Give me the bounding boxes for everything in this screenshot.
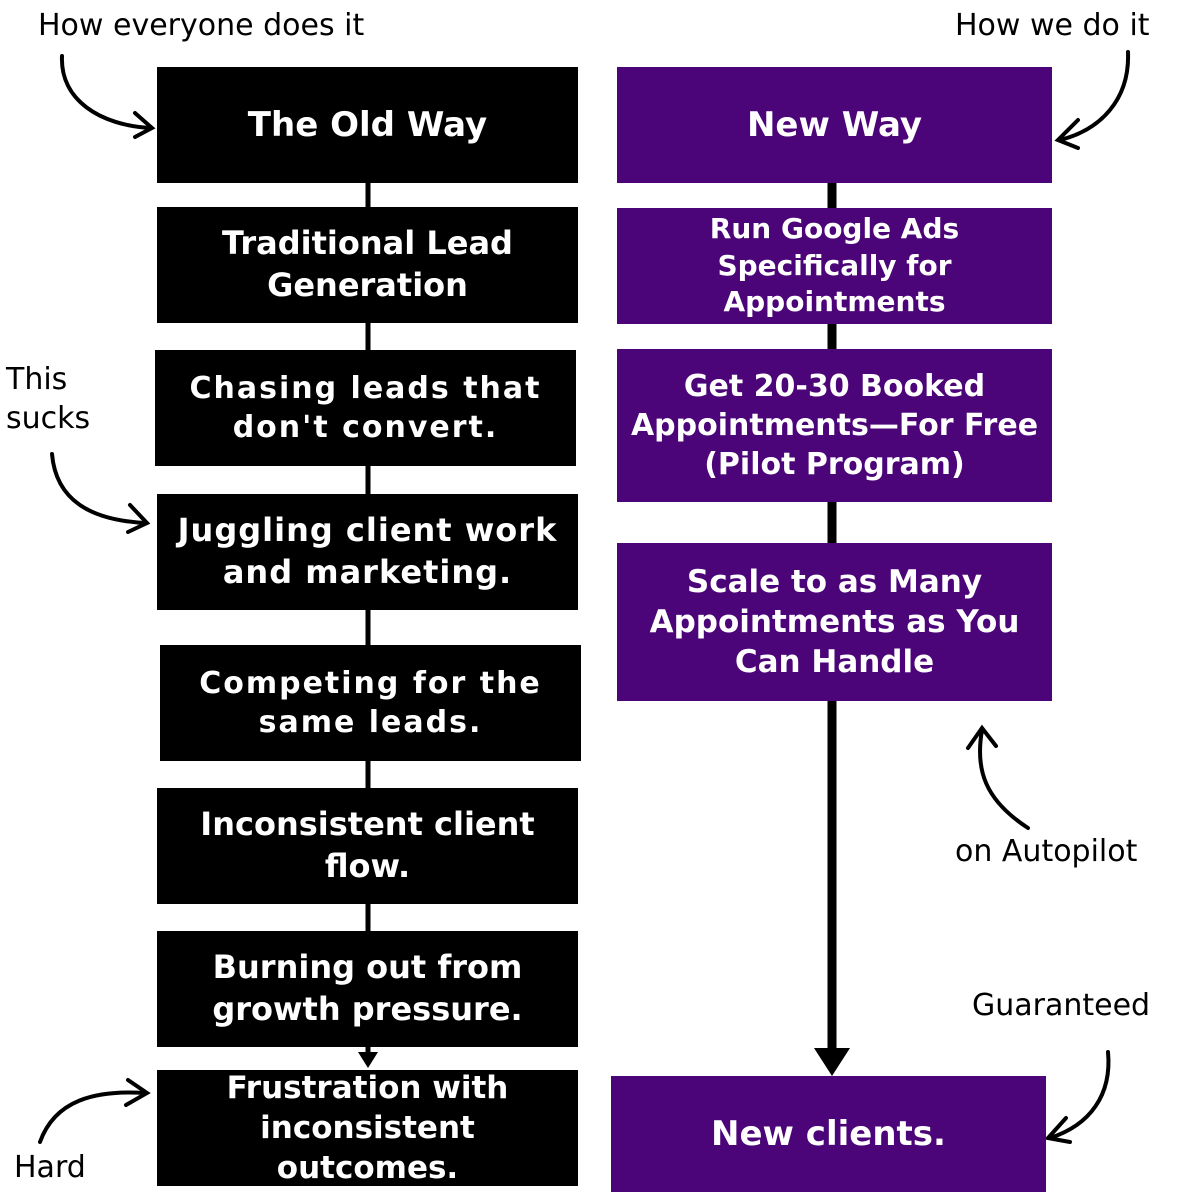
old-step-2: Chasing leads that don't convert. [155, 350, 576, 466]
old-step-text: Inconsistent client flow. [200, 805, 535, 885]
old-step-text: Burning out from growth pressure. [212, 948, 523, 1028]
old-step-text: Juggling client work and marketing. [177, 511, 558, 591]
old-step-text: Frustration with inconsistent outcomes. [226, 1069, 509, 1187]
old-way-header: The Old Way [157, 67, 578, 183]
how-everyone-arrow [59, 54, 152, 130]
annotation-this-sucks: This sucks [6, 362, 91, 436]
new-step-text: Get 20-30 Booked Appointments—For Free (… [630, 369, 1039, 482]
old-final-arrowhead [358, 1052, 378, 1068]
annotation-hard: Hard [14, 1150, 86, 1185]
new-step-text: New clients. [711, 1113, 946, 1154]
how-we-arrow [1058, 50, 1131, 142]
old-step-text: Competing for the same leads. [199, 666, 542, 740]
guaranteed-arrow [1048, 1050, 1111, 1140]
annotation-how-everyone: How everyone does it [38, 8, 365, 43]
new-step-2: Get 20-30 Booked Appointments—For Free (… [617, 349, 1052, 502]
new-step-text: Scale to as Many Appointments as You Can… [649, 563, 1020, 681]
new-step-final: New clients. [611, 1076, 1046, 1192]
new-final-arrowhead [814, 1048, 850, 1076]
new-step-text: Run Google Ads Specifically for Appointm… [709, 212, 960, 319]
annotation-autopilot: on Autopilot [955, 834, 1138, 869]
new-step-3: Scale to as Many Appointments as You Can… [617, 543, 1052, 701]
old-step-4: Competing for the same leads. [160, 645, 581, 761]
old-step-1: Traditional Lead Generation [157, 207, 578, 323]
annotation-how-we: How we do it [955, 8, 1150, 43]
old-step-6: Burning out from growth pressure. [157, 931, 578, 1047]
hard-arrow [38, 1090, 147, 1144]
this-sucks-arrow [50, 452, 147, 525]
new-way-header-text: New Way [746, 104, 923, 145]
old-way-header-text: The Old Way [247, 104, 488, 145]
old-step-text: Chasing leads that don't convert. [189, 371, 542, 445]
old-step-5: Inconsistent client flow. [157, 788, 578, 904]
new-step-1: Run Google Ads Specifically for Appointm… [617, 208, 1052, 324]
old-step-3: Juggling client work and marketing. [157, 494, 578, 610]
autopilot-arrow [977, 728, 1030, 830]
old-step-text: Traditional Lead Generation [222, 224, 513, 304]
annotation-guaranteed: Guaranteed [972, 988, 1151, 1023]
old-step-7: Frustration with inconsistent outcomes. [157, 1070, 578, 1186]
new-way-header: New Way [617, 67, 1052, 183]
